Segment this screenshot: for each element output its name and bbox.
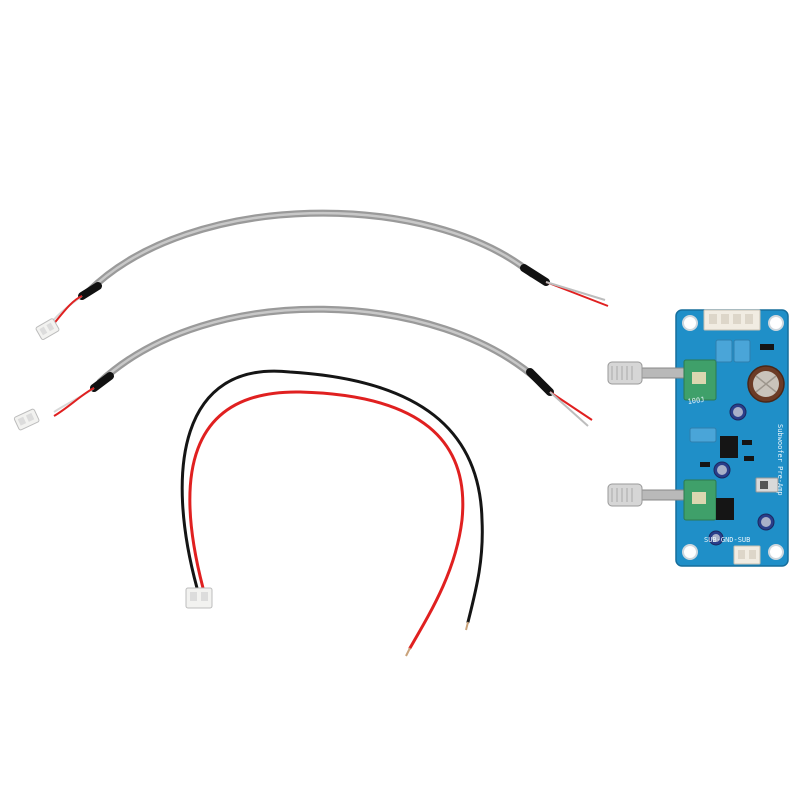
jst-connector-power (185, 587, 213, 609)
film-capacitor (689, 427, 717, 443)
resistor (742, 440, 752, 445)
electrolytic-capacitor-small (708, 403, 775, 546)
mounting-holes (682, 315, 784, 560)
gray-cable-lower (13, 305, 593, 431)
slide-switch (755, 477, 779, 493)
film-capacitor (733, 339, 751, 363)
op-amp-chip (720, 436, 738, 458)
filter-circuit-board: 100J Subwoofer Pre-Amp SUB-GND-SUB (607, 309, 789, 567)
pcb-label-capacitor: 100J (687, 396, 705, 406)
resistor (760, 344, 774, 350)
jst-connector-lower (13, 408, 40, 431)
pcb-label-ground: SUB-GND-SUB (704, 536, 750, 544)
potentiometer-upper (607, 359, 717, 401)
header-connector-bottom (733, 545, 761, 565)
op-amp-chip (716, 498, 734, 520)
gray-cable-upper (35, 209, 609, 340)
electrolytic-capacitor-large (747, 365, 785, 403)
red-black-power-cable (180, 369, 484, 657)
jst-connector-upper (35, 318, 60, 340)
film-capacitor (715, 339, 733, 363)
resistor (744, 456, 754, 461)
potentiometer-lower (607, 479, 717, 521)
pcb-label-side: Subwoofer Pre-Amp (776, 424, 784, 496)
resistor (700, 462, 710, 467)
header-connector-top (703, 309, 761, 331)
